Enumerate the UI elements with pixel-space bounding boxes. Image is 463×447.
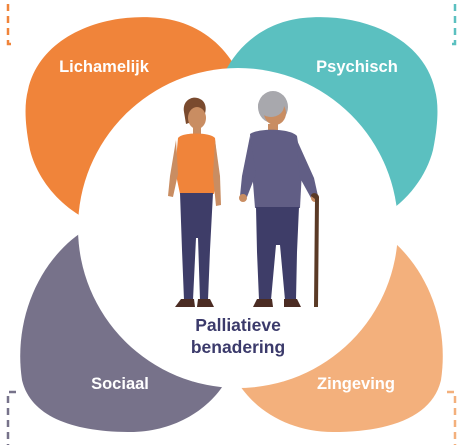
corner-brackets	[6, 4, 457, 445]
petal-label-sociaal: Sociaal	[91, 375, 149, 393]
corner-bracket-bottom-left	[6, 390, 16, 445]
corner-bracket-top-left	[6, 4, 16, 46]
elderly-person-with-cane-icon	[239, 91, 319, 307]
younger-person-figure-icon	[168, 97, 221, 307]
petal-label-lichamelijk: Lichamelijk	[59, 58, 150, 76]
center-circle	[78, 68, 398, 388]
center-label-line1: Palliatieve	[195, 315, 281, 335]
petal-label-psychisch: Psychisch	[316, 58, 398, 76]
center-label-line2: benadering	[191, 337, 285, 357]
corner-bracket-top-right	[447, 4, 457, 46]
petal-label-zingeving: Zingeving	[317, 375, 395, 393]
corner-bracket-bottom-right	[447, 390, 457, 445]
